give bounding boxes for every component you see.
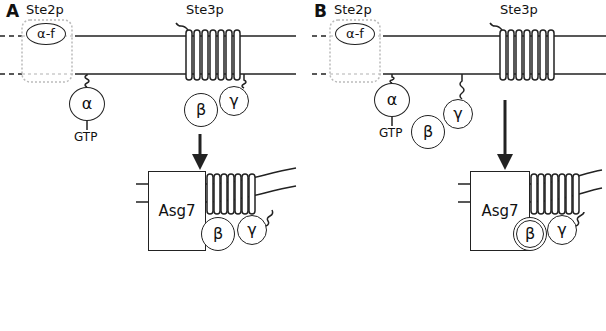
panel-letter: A <box>6 2 19 21</box>
subunit-circle: γ <box>547 215 577 245</box>
part-label: Ste3p <box>500 3 538 17</box>
node-label: β <box>196 101 206 119</box>
subunit-circle: γ <box>219 86 249 116</box>
subunit-circle: α-f <box>26 23 66 45</box>
node-label: γ <box>247 221 256 239</box>
node-label: β <box>213 225 223 243</box>
node-label: γ <box>229 92 238 110</box>
subunit-circle: α <box>69 87 105 121</box>
panel-letter: B <box>314 2 327 21</box>
subunit-circle: γ <box>237 215 267 245</box>
part-label: Ste3p <box>186 3 224 17</box>
node-label: α <box>82 95 93 113</box>
subunit-circle: β <box>184 93 218 127</box>
node-label: γ <box>557 221 566 239</box>
node-label: α-f <box>37 27 55 41</box>
node-label: Asg7 <box>481 203 518 220</box>
node-label: γ <box>453 105 462 123</box>
subunit-circle: β <box>201 217 235 251</box>
subunit-circle: β <box>513 217 547 251</box>
node-label: β <box>423 123 433 141</box>
node-label: α-f <box>346 27 364 41</box>
part-label: Ste2p <box>26 3 64 17</box>
subunit-circle: α-f <box>335 23 375 45</box>
protein-box: Asg7 <box>148 171 206 251</box>
part-label: GTP <box>379 127 402 140</box>
part-label: Ste2p <box>334 3 372 17</box>
subunit-circle: β <box>411 115 445 149</box>
subunit-circle: α <box>374 83 410 117</box>
node-label: α <box>387 91 398 109</box>
subunit-circle: γ <box>443 99 473 129</box>
part-label: GTP <box>74 131 97 144</box>
node-label: β <box>525 225 535 243</box>
node-label: Asg7 <box>158 203 195 220</box>
